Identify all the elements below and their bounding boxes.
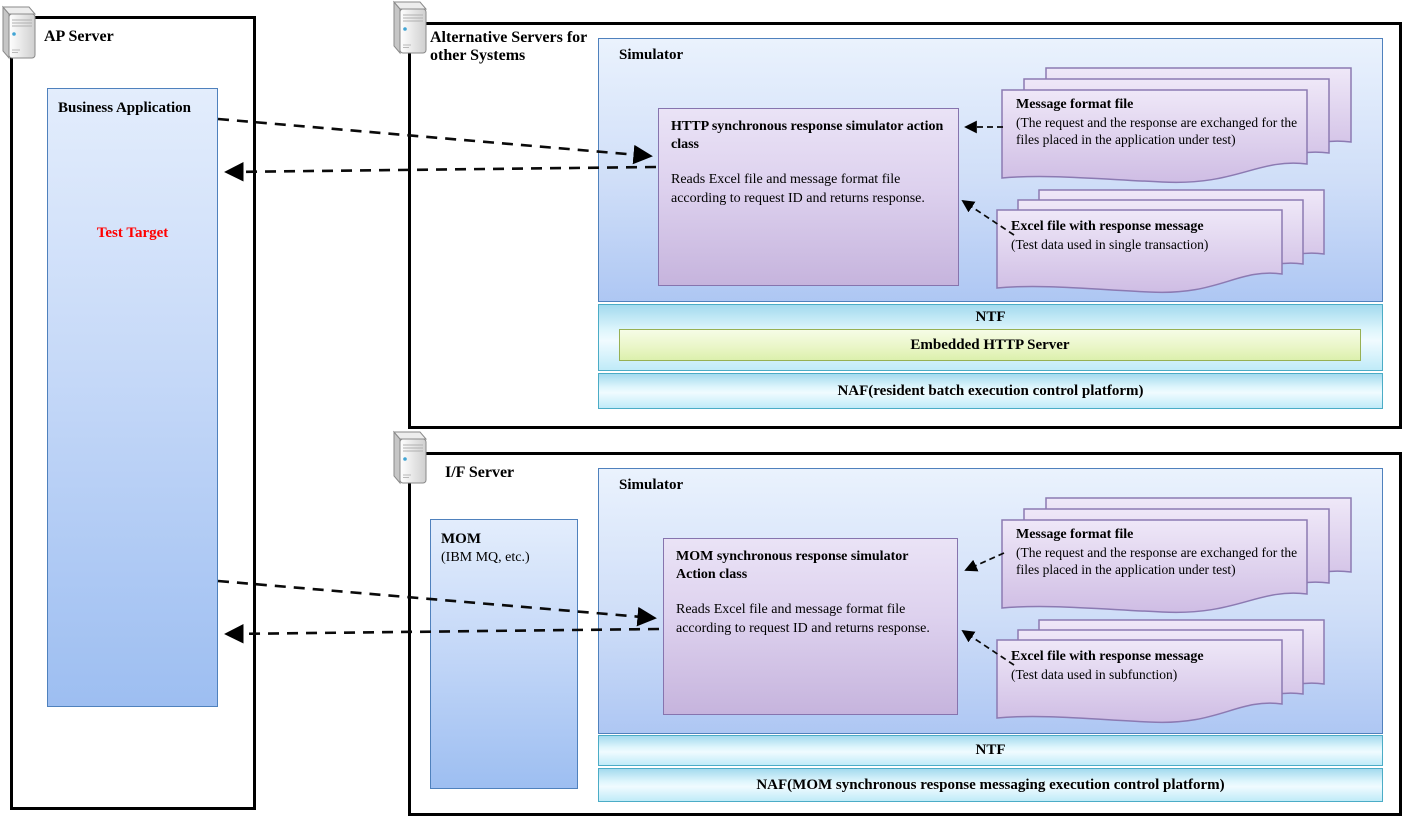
mom-action-class-box: MOM synchronous response simulator Actio… xyxy=(663,538,958,715)
excel-file-stack xyxy=(996,189,1325,294)
embedded-http-server-box: Embedded HTTP Server xyxy=(619,329,1361,361)
embedded-http-server-label: Embedded HTTP Server xyxy=(910,336,1070,353)
server-icon xyxy=(391,0,435,56)
if-server-label: I/F Server xyxy=(445,464,515,481)
mom-desc: (IBM MQ, etc.) xyxy=(441,550,530,566)
naf-band-http: NAF(resident batch execution control pla… xyxy=(598,373,1383,409)
ntf-label: NTF xyxy=(975,742,1006,758)
mom-title: MOM xyxy=(441,531,481,547)
http-action-class-title: HTTP synchronous response simulator acti… xyxy=(671,119,944,153)
mom-action-class-title: MOM synchronous response simulator Actio… xyxy=(676,549,909,583)
alternative-servers-label: Alternative Servers for other Systems xyxy=(430,29,587,65)
message-format-file-stack xyxy=(1001,67,1352,184)
naf-label: NAF(MOM synchronous response messaging e… xyxy=(756,776,1225,793)
naf-label: NAF(resident batch execution control pla… xyxy=(837,382,1144,399)
message-format-file-title: Message format file xyxy=(1016,527,1134,542)
excel-file-title: Excel file with response message xyxy=(1011,649,1204,664)
message-format-file-stack xyxy=(1001,497,1352,614)
http-action-class-body: Reads Excel file and message format file… xyxy=(671,172,925,206)
excel-file-desc: (Test data used in subfunction) xyxy=(1011,666,1178,682)
server-icon xyxy=(391,430,435,486)
test-target-label: Test Target xyxy=(96,225,169,241)
ap-server-label: AP Server xyxy=(44,28,114,45)
excel-file-stack xyxy=(996,619,1325,724)
server-icon xyxy=(0,5,44,61)
message-format-file-title: Message format file xyxy=(1016,97,1134,112)
ntf-label: NTF xyxy=(975,309,1006,325)
message-format-file-desc: (The request and the response are exchan… xyxy=(1016,544,1298,578)
excel-file-desc: (Test data used in single transaction) xyxy=(1011,236,1209,252)
naf-band-mom: NAF(MOM synchronous response messaging e… xyxy=(598,768,1383,802)
message-format-file-desc: (The request and the response are exchan… xyxy=(1016,114,1298,148)
business-application-box: Business Application Test Target xyxy=(47,88,218,707)
mom-box: MOM (IBM MQ, etc.) xyxy=(430,519,578,789)
mom-action-class-body: Reads Excel file and message format file… xyxy=(676,602,930,636)
http-action-class-box: HTTP synchronous response simulator acti… xyxy=(658,108,959,286)
excel-file-title: Excel file with response message xyxy=(1011,219,1204,234)
simulator-label: Simulator xyxy=(619,477,684,493)
simulator-label: Simulator xyxy=(619,47,684,63)
ntf-band-mom: NTF xyxy=(598,735,1383,766)
business-application-title: Business Application xyxy=(58,100,191,116)
